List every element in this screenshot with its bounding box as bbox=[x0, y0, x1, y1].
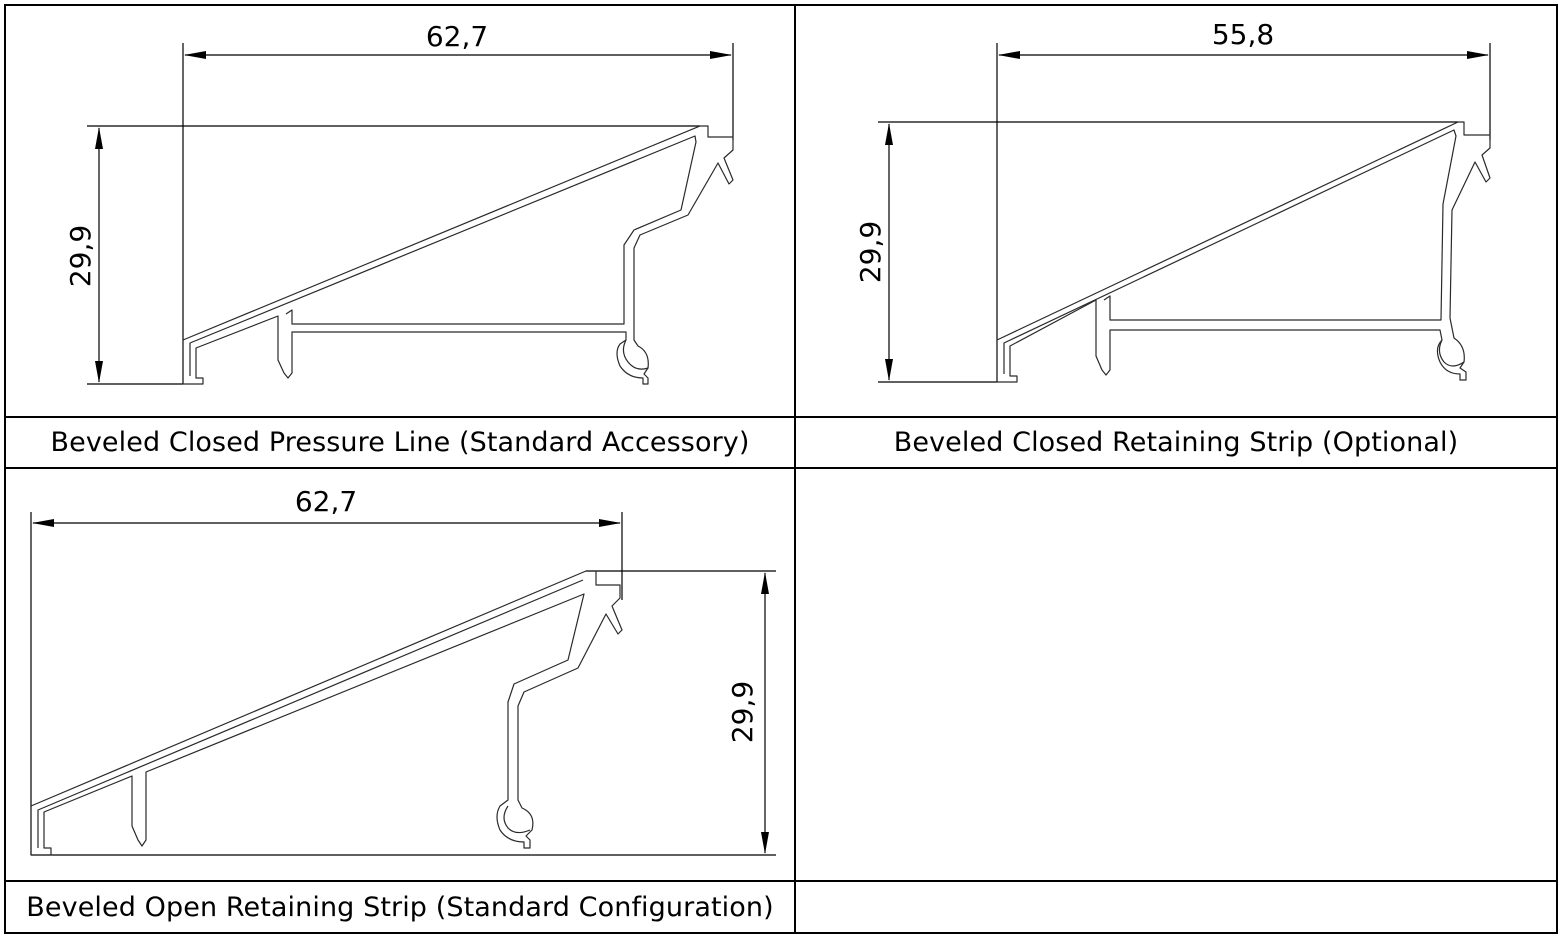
dimension-height-label: 29,9 bbox=[726, 681, 759, 743]
caption-beveled-closed-retaining-strip: Beveled Closed Retaining Strip (Optional… bbox=[893, 427, 1459, 458]
table-divider-vertical bbox=[794, 4, 796, 934]
dimension-width-label: 55,8 bbox=[1212, 18, 1274, 51]
caption-beveled-closed-pressure-line: Beveled Closed Pressure Line (Standard A… bbox=[50, 427, 750, 458]
caption-beveled-open-retaining-strip: Beveled Open Retaining Strip (Standard C… bbox=[26, 891, 774, 923]
profile-drawing-pressure-line: 62,7 29,9 bbox=[64, 20, 734, 385]
table-divider-row2-top bbox=[4, 880, 1558, 882]
drawing-table bbox=[4, 4, 1558, 934]
profile-drawing-closed-retaining-strip: 55,8 29,9 bbox=[854, 18, 1491, 383]
table-divider-row1-top bbox=[4, 416, 1558, 418]
table-divider-row1-bottom bbox=[4, 467, 1558, 469]
dimension-height-label: 29,9 bbox=[854, 221, 887, 283]
dimension-width-label: 62,7 bbox=[295, 485, 357, 518]
dimension-height-label: 29,9 bbox=[64, 225, 97, 287]
profile-drawing-open-retaining-strip: 62,7 29,9 bbox=[30, 485, 776, 856]
dimension-width-label: 62,7 bbox=[426, 20, 488, 53]
